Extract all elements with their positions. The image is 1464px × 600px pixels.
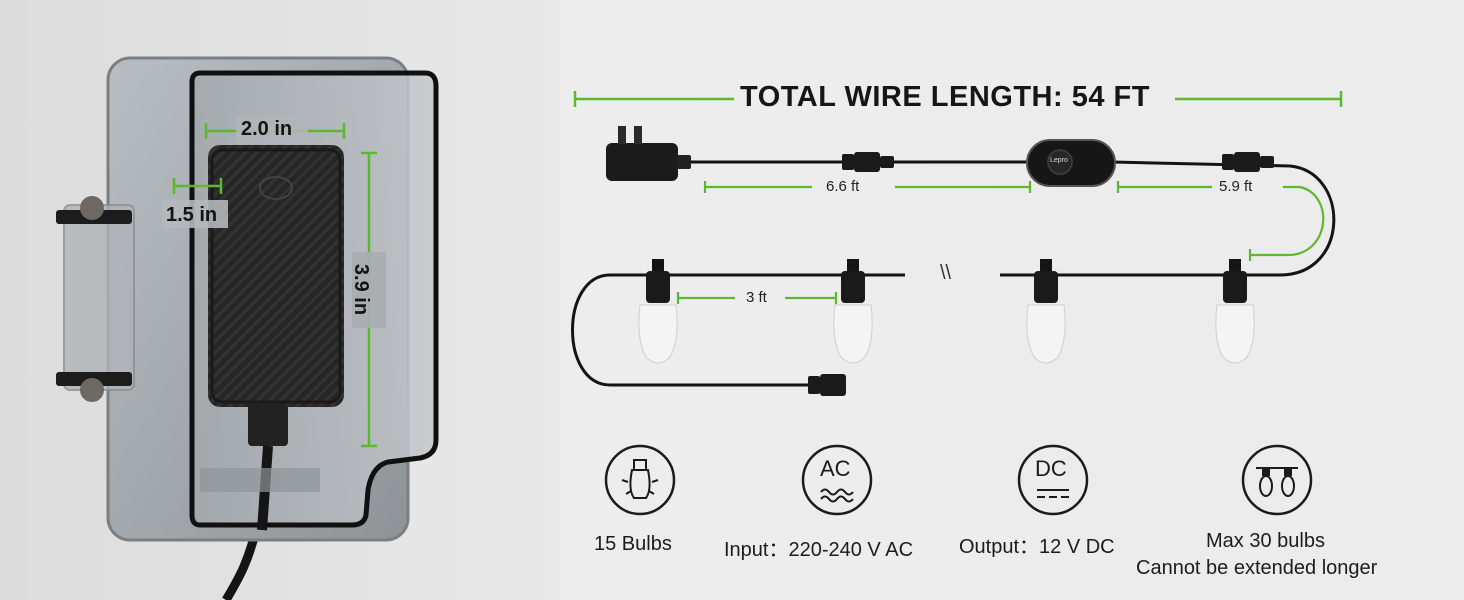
segment-bulb-spacing: 3 ft [746, 289, 767, 306]
bulb-1 [638, 259, 678, 364]
spec-bulb-count: 15 Bulbs [594, 533, 672, 555]
total-length-dimension-line [573, 91, 1343, 107]
bulb-3 [1026, 259, 1066, 364]
spec-max-bulbs: Max 30 bulbs [1206, 530, 1325, 552]
bulb-2 [833, 259, 873, 364]
dc-icon-text: DC [1035, 456, 1067, 481]
spec-extension-note: Cannot be extended longer [1136, 557, 1378, 579]
segment-controller-to-bulb: 5.9 ft [1219, 178, 1253, 195]
total-wire-length-title: TOTAL WIRE LENGTH: 54 FT [740, 81, 1150, 113]
ac-icon-text: AC [820, 456, 851, 481]
break-mark: \\ [940, 262, 952, 284]
depth-dimension-label: 1.5 in [166, 204, 218, 226]
width-dimension-label: 2.0 in [241, 118, 293, 140]
segment-adapter-to-controller: 6.6 ft [826, 178, 860, 195]
connector-icon [808, 152, 1274, 396]
bulb-icon [604, 444, 676, 516]
power-adapter-icon [606, 126, 691, 181]
weatherproof-enclosure-illustration [0, 0, 560, 600]
spec-output: Output：12 V DC [959, 536, 1115, 558]
remote-controller-icon [1026, 139, 1116, 187]
spec-input: Input：220-240 V AC [724, 539, 914, 561]
string-lights-icon [1241, 444, 1313, 516]
bulb-4 [1215, 259, 1255, 364]
controller-brand-label: Lepro [1050, 157, 1068, 164]
wiring-diagram [571, 91, 1343, 396]
